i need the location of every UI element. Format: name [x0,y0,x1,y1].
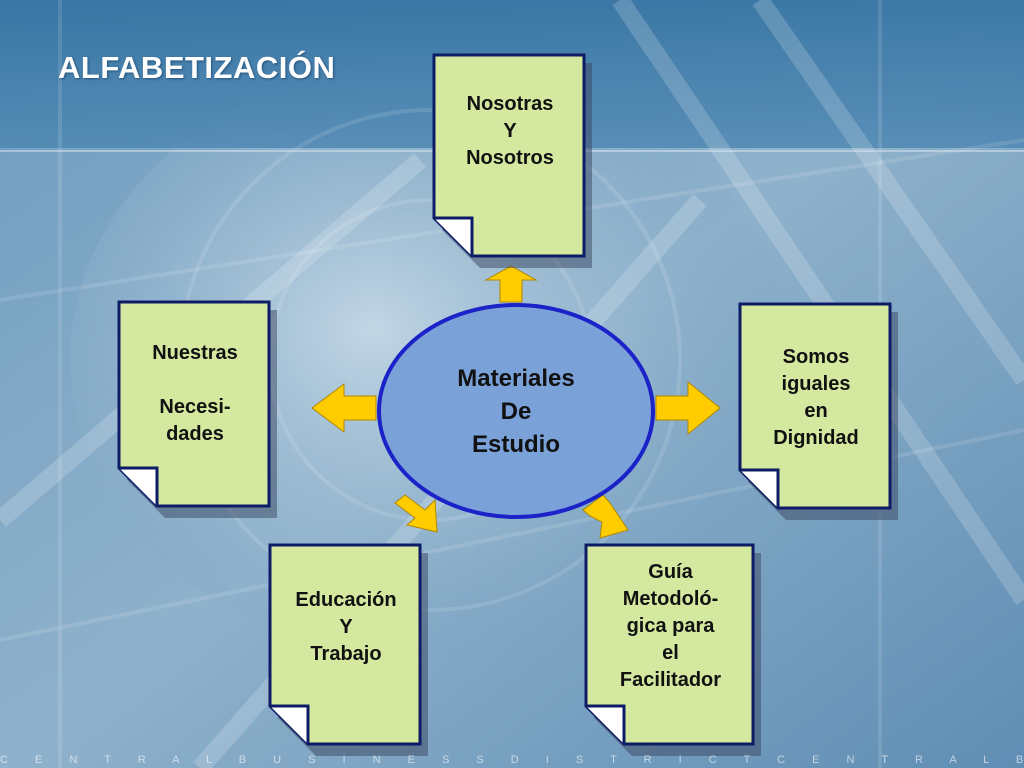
note-shape [268,543,428,756]
note-line: dades [166,423,224,445]
note-line: Guía [648,561,693,583]
note-line: Metodoló- [622,588,719,610]
arrow-down-left-icon [394,494,438,533]
footer-text-strip: C E N T R A L B U S I N E S S D I S T R … [0,754,1024,766]
note-line: Nuestras [152,342,238,364]
arrow-up-icon [484,265,538,303]
note-shape [584,543,761,756]
note-line: Y [339,616,353,638]
note-top: Nosotras Y Nosotros [432,53,592,268]
arrow-down-right-icon [582,494,629,539]
note-line: Somos [782,346,850,368]
note-line: Dignidad [773,427,859,449]
center-node: Materiales De Estudio [376,302,656,520]
note-bottom-left: Educación Y Trabajo [268,543,428,756]
slide-title: ALFABETIZACIÓN [58,50,336,85]
note-line: iguales [781,373,851,395]
note-line: el [662,642,679,664]
note-line: Educación [295,589,397,611]
center-line: Estudio [472,430,560,458]
arrow-right-icon [655,380,721,436]
note-line: en [804,400,828,422]
note-line: Y [503,120,517,142]
center-line: Materiales [457,364,575,392]
note-line: gica para [626,615,715,637]
center-ellipse [377,303,655,519]
note-line: Facilitador [619,669,722,691]
note-line: Nosotros [466,147,554,169]
note-line: Nosotras [466,93,554,115]
note-line: Trabajo [310,643,382,665]
note-left: Nuestras Necesi- dades [117,300,277,518]
note-shape [432,53,592,268]
note-line: Necesi- [159,396,231,418]
arrow-left-icon [311,383,377,433]
note-shape [117,300,277,518]
note-shape [738,302,898,520]
note-bottom-right: Guía Metodoló- gica para el Facilitador [584,543,761,756]
note-right: Somos iguales en Dignidad [738,302,898,520]
center-line: De [500,397,532,425]
